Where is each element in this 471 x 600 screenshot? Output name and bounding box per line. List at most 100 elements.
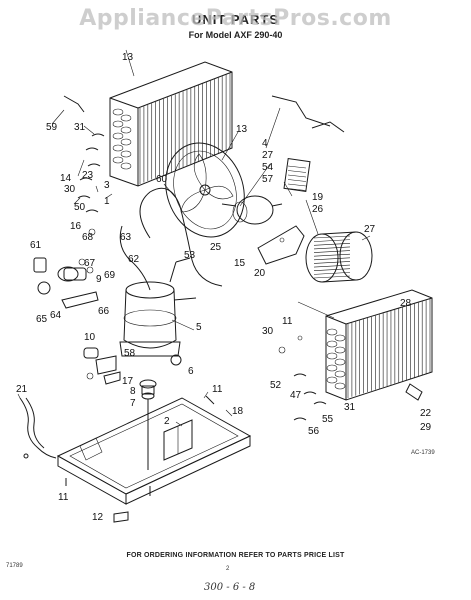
callout-1: 1 xyxy=(104,196,110,207)
fin-line xyxy=(313,257,351,261)
callout-2: 2 xyxy=(164,416,170,427)
callout-18: 18 xyxy=(232,406,244,417)
part-60-tube xyxy=(119,187,223,291)
diagram-subtitle: For Model AXF 290-40 xyxy=(188,30,283,40)
page-number: 2 xyxy=(226,566,230,572)
callout-21: 21 xyxy=(16,384,28,395)
left-electrical-parts xyxy=(33,257,99,309)
callout-20: 20 xyxy=(254,268,266,279)
callout-19: 19 xyxy=(312,192,324,203)
fin-line xyxy=(313,250,351,253)
motor-mount-bracket xyxy=(257,225,305,265)
callout-57: 57 xyxy=(262,174,274,185)
callout-47: 47 xyxy=(290,390,302,401)
callout-12: 12 xyxy=(92,512,104,523)
callout-50: 50 xyxy=(74,202,86,213)
callout-7: 7 xyxy=(130,398,136,409)
callout-28: 28 xyxy=(400,298,412,309)
callout-31-right: 31 xyxy=(344,402,356,413)
document-number: 71789 xyxy=(6,563,23,569)
callout-62: 62 xyxy=(128,254,140,265)
callout-11-center: 11 xyxy=(212,384,223,395)
fin-line xyxy=(313,268,351,272)
callout-63: 63 xyxy=(120,232,132,243)
fin-line xyxy=(313,253,351,257)
callout-labels: 59 31 14 30 23 3 50 1 16 13 13 60 4 27 5… xyxy=(16,52,432,523)
fin-line xyxy=(287,170,307,173)
fin-line xyxy=(287,165,307,169)
condenser-fittings xyxy=(77,133,105,236)
callout-27: 27 xyxy=(262,150,274,161)
callout-64: 64 xyxy=(50,310,62,321)
callout-29: 29 xyxy=(420,422,432,433)
callout-5: 5 xyxy=(196,322,202,333)
callout-15: 15 xyxy=(234,258,246,269)
callout-11-right: 11 xyxy=(282,316,293,327)
diagram-title: UNIT PARTS xyxy=(191,12,280,27)
callout-60: 60 xyxy=(156,174,168,185)
part-21-cord xyxy=(19,397,57,459)
callout-53: 53 xyxy=(184,250,196,261)
callout-16: 16 xyxy=(70,221,82,232)
screws xyxy=(65,395,215,523)
callout-8: 8 xyxy=(130,386,136,397)
callout-30-right: 30 xyxy=(262,326,274,337)
fin-line xyxy=(287,174,307,178)
callout-66: 66 xyxy=(98,306,110,317)
callout-30: 30 xyxy=(64,184,76,195)
part-4-rod xyxy=(271,95,345,133)
compressor xyxy=(119,257,197,366)
callout-68: 68 xyxy=(82,232,94,243)
blower-wheel xyxy=(305,231,373,283)
callout-17: 17 xyxy=(122,376,134,387)
callout-25: 25 xyxy=(210,242,222,253)
fin-line xyxy=(313,261,351,264)
fin-line xyxy=(313,235,351,239)
callout-56: 56 xyxy=(308,426,320,437)
fin-line xyxy=(313,275,351,279)
callout-27-right: 27 xyxy=(364,224,376,235)
leader-lines xyxy=(17,49,371,427)
part-59-bent-tube xyxy=(63,95,85,113)
callout-59: 59 xyxy=(46,122,58,133)
base-pan xyxy=(56,397,252,505)
callout-52: 52 xyxy=(270,380,282,391)
fin-line xyxy=(287,188,307,191)
terminal-parts xyxy=(83,347,121,385)
fin-line xyxy=(313,272,351,275)
evaporator-coil xyxy=(325,289,433,401)
ordering-note: FOR ORDERING INFORMATION REFER TO PARTS … xyxy=(126,552,345,559)
callout-31: 31 xyxy=(74,122,86,133)
callout-22: 22 xyxy=(420,408,432,419)
condenser-coil xyxy=(109,61,233,187)
callout-11-bottom: 11 xyxy=(58,492,69,503)
callout-55: 55 xyxy=(322,414,334,425)
fin-line xyxy=(287,179,307,182)
fin-line xyxy=(287,183,307,187)
callout-61: 61 xyxy=(30,240,42,251)
right-small-parts xyxy=(278,335,423,421)
callout-6: 6 xyxy=(188,366,194,377)
callout-67: 67 xyxy=(84,258,96,269)
callout-10: 10 xyxy=(84,332,96,343)
fin-line xyxy=(313,239,351,242)
callout-9: 9 xyxy=(96,274,102,285)
callout-23: 23 xyxy=(82,170,94,181)
callout-3: 3 xyxy=(104,180,110,191)
fin-line xyxy=(313,264,351,268)
callout-26: 26 xyxy=(312,204,324,215)
art-code: AC-1739 xyxy=(411,450,435,456)
fin-line xyxy=(313,246,351,250)
handwritten-note: 300 - 6 - 8 xyxy=(204,582,256,593)
callout-54: 54 xyxy=(262,162,274,173)
fin-line xyxy=(313,242,351,246)
callout-13: 13 xyxy=(236,124,248,135)
callout-58: 58 xyxy=(124,348,136,359)
mount-grommets xyxy=(139,379,157,470)
callout-4: 4 xyxy=(262,138,268,149)
callout-13-top: 13 xyxy=(122,52,134,63)
callout-69: 69 xyxy=(104,270,116,281)
callout-14: 14 xyxy=(60,173,72,184)
